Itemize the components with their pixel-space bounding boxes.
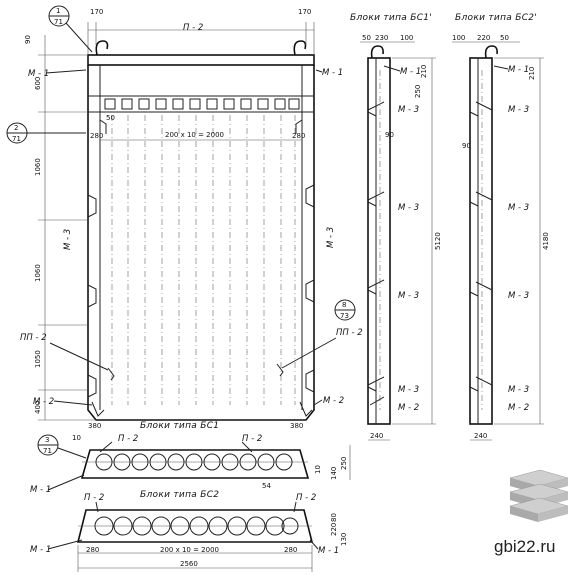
label-m2-left: М - 2 (33, 397, 54, 407)
front-elevation: 170 170 П - 2 1 71 90 600 1060 1060 1050… (6, 5, 363, 442)
svg-text:71: 71 (12, 135, 21, 143)
label-m2-right: М - 2 (323, 396, 344, 406)
svg-text:3: 3 (45, 436, 49, 444)
dim-380-left: 380 (88, 422, 101, 430)
svg-text:М - 1: М - 1 (30, 545, 51, 555)
svg-text:200 х 10 = 2000: 200 х 10 = 2000 (160, 546, 219, 554)
svg-text:250: 250 (340, 457, 348, 470)
svg-text:240: 240 (370, 432, 383, 440)
svg-text:П - 2: П - 2 (242, 434, 262, 444)
label-m1-left: М - 1 (28, 69, 49, 79)
svg-text:280: 280 (86, 546, 99, 554)
svg-text:240: 240 (474, 432, 487, 440)
section-bs1: Блоки типа БС1 П - 2 П - 2 3 71 250 140 (30, 421, 351, 495)
svg-text:2: 2 (14, 124, 18, 132)
svg-text:71: 71 (43, 447, 52, 455)
section-bs1-voids (95, 453, 293, 471)
svg-text:220: 220 (477, 34, 490, 42)
dim-1050: 1050 (34, 350, 42, 368)
title-bs2: Блоки типа БС2 (140, 490, 219, 500)
callout-1: 1 71 (48, 5, 93, 53)
svg-text:М - 2: М - 2 (398, 403, 419, 413)
dim-top-right: 170 (298, 8, 311, 16)
hidden-voids (111, 115, 296, 405)
svg-text:10: 10 (314, 465, 322, 474)
svg-text:230: 230 (375, 34, 388, 42)
svg-text:М - 1: М - 1 (30, 485, 51, 495)
dim-10: 10 (72, 434, 81, 442)
svg-text:П - 2: П - 2 (118, 434, 138, 444)
dim-2560: 2560 (180, 560, 198, 568)
dim-4180: 4180 (542, 232, 550, 250)
label-pp2-left: ПП - 2 (20, 333, 47, 343)
svg-text:П - 2: П - 2 (296, 493, 316, 503)
label-m3-left: М - 3 (63, 229, 73, 250)
watermark-text: gbi22.ru (494, 537, 555, 556)
svg-text:90: 90 (462, 142, 471, 150)
callout-8: 8 73 (334, 299, 356, 321)
svg-text:100: 100 (452, 34, 465, 42)
svg-text:М - 1: М - 1 (318, 546, 339, 556)
svg-text:М - 3: М - 3 (508, 385, 529, 395)
svg-text:М - 3: М - 3 (508, 105, 529, 115)
svg-text:М - 1: М - 1 (508, 65, 529, 75)
side-view-bs1: Блоки типа БС1' 50 230 100 210 5120 250 … (350, 13, 442, 441)
svg-text:80: 80 (330, 513, 338, 522)
side-plates (87, 40, 315, 417)
svg-text:280: 280 (284, 546, 297, 554)
svg-text:1: 1 (56, 7, 60, 15)
opening-row (104, 98, 300, 110)
svg-text:210: 210 (420, 65, 428, 78)
label-p2-top: П - 2 (183, 23, 203, 33)
dim-1060-a: 1060 (34, 158, 42, 176)
dim-600: 600 (34, 77, 42, 90)
svg-text:90: 90 (385, 131, 394, 139)
svg-text:М - 2: М - 2 (508, 403, 529, 413)
label-pp2-right: ПП - 2 (336, 328, 363, 338)
svg-text:73: 73 (340, 312, 349, 320)
svg-text:50: 50 (500, 34, 509, 42)
side-view-bs2: Блоки типа БС2' 100 220 50 210 4180 90 М… (452, 13, 550, 441)
dim-90: 90 (24, 35, 32, 44)
dim-380-right: 380 (290, 422, 303, 430)
svg-text:8: 8 (342, 301, 346, 309)
dim-5120: 5120 (434, 232, 442, 250)
svg-text:М - 3: М - 3 (398, 291, 419, 301)
dim-50: 50 (106, 114, 115, 122)
callout-2: 2 71 (6, 122, 86, 144)
dim-top-left: 170 (90, 8, 103, 16)
svg-text:140: 140 (330, 467, 338, 480)
svg-text:71: 71 (54, 18, 63, 26)
dim-280-left: 280 (90, 132, 103, 140)
svg-text:220: 220 (330, 523, 338, 536)
title-bs1: Блоки типа БС1 (140, 421, 219, 431)
label-m3-right: М - 3 (326, 227, 336, 248)
svg-text:П - 2: П - 2 (84, 493, 104, 503)
dim-200x10: 200 х 10 = 2000 (165, 131, 224, 139)
dim-280-right: 280 (292, 132, 305, 140)
svg-text:М - 1: М - 1 (400, 67, 421, 77)
slab-stack-icon (509, 469, 569, 522)
logo: gbi22.ru (494, 469, 569, 556)
svg-text:210: 210 (528, 67, 536, 80)
svg-text:50: 50 (362, 34, 371, 42)
svg-text:М - 3: М - 3 (398, 105, 419, 115)
svg-text:М - 3: М - 3 (508, 203, 529, 213)
svg-text:М - 3: М - 3 (398, 385, 419, 395)
section-bs2: Блоки типа БС2 П - 2 П - 2 280 200 х 10 … (30, 490, 348, 572)
svg-text:М - 3: М - 3 (398, 203, 419, 213)
svg-text:130: 130 (340, 533, 348, 546)
title-bs1-prime: Блоки типа БС1' (350, 13, 432, 23)
dim-400: 400 (34, 401, 42, 414)
title-bs2-prime: Блоки типа БС2' (455, 13, 537, 23)
section-bs2-voids (94, 516, 299, 536)
svg-text:250: 250 (414, 85, 422, 98)
label-m1-right: М - 1 (322, 68, 343, 78)
dim-1060-b: 1060 (34, 264, 42, 282)
svg-text:100: 100 (400, 34, 413, 42)
svg-text:М - 3: М - 3 (508, 291, 529, 301)
svg-text:54: 54 (262, 482, 271, 490)
